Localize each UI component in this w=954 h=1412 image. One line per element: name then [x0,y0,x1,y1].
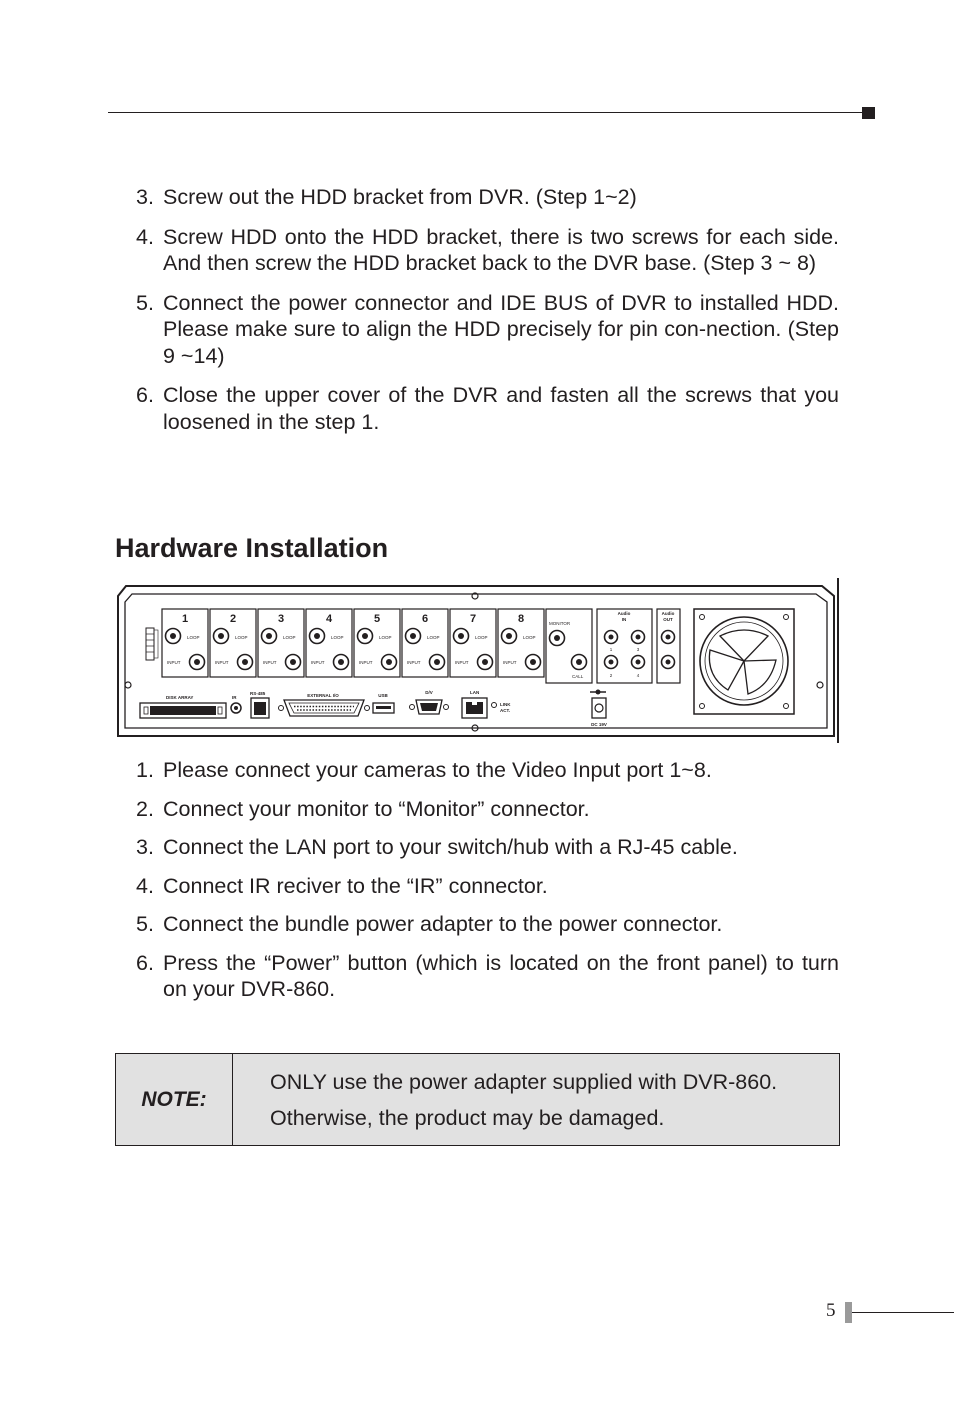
monitor-label: MONITOR [549,621,571,626]
channel-8: 8 LOOP INPUT [497,608,545,678]
lan-port: LAN LINK ACT. [461,690,511,719]
loop-label: LOOP [427,635,440,640]
loop-label: LOOP [187,635,200,640]
list-item: 3.Screw out the HDD bracket from DVR. (S… [136,185,637,209]
dv-port: D/V [409,690,449,715]
footer-rule [852,1312,954,1313]
usb-port: USB [372,693,395,714]
section-heading: Hardware Installation [115,533,389,563]
link-label: LINK [500,702,511,707]
audio-out-label-1: Audio [662,611,675,616]
list-item: 5.Connect the bundle power adapter to th… [136,912,723,936]
loop-label: LOOP [283,635,296,640]
audio-in-number: 1 [610,647,613,652]
channel-6: 6 LOOP INPUT [401,608,449,678]
lan-label: LAN [470,690,479,695]
header-square-marker [862,107,875,119]
channel-number: 2 [230,613,236,625]
channel-2: 2 LOOP INPUT [209,608,257,678]
channel-number: 5 [374,613,380,625]
input-label: INPUT [503,660,517,665]
disk-array-label: DISK ARRAY [166,695,193,700]
list-item: 6.Close the upper cover of the DVR and f… [136,383,839,434]
channel-4: 4 LOOP INPUT [305,608,353,678]
loop-label: LOOP [475,635,488,640]
loop-label: LOOP [523,635,536,640]
input-label: INPUT [215,660,229,665]
list-item: 4.Connect IR reciver to the “IR” connect… [136,873,548,898]
channel-number: 3 [278,613,284,625]
note-label: NOTE: [115,1053,233,1146]
page-number: 5 [826,1300,836,1321]
channel-3: 3 LOOP INPUT [257,608,305,678]
audio-in-label-2: IN [622,617,627,622]
dv-label: D/V [425,690,433,695]
hdd-installation-steps: 3.Screw out the HDD bracket from DVR. (S… [136,184,839,448]
input-label: INPUT [359,660,373,665]
call-label: CALL [572,674,584,679]
list-item: 6.Press the “Power” button (which is loc… [136,950,839,1002]
audio-in-number: 2 [610,673,613,678]
channel-7: 7 LOOP INPUT [449,608,497,678]
terminal-block [145,627,159,661]
input-label: INPUT [455,660,469,665]
audio-out-section: Audio OUT [656,608,681,684]
list-item: 3.Connect the LAN port to your switch/hu… [136,835,738,859]
note-text: ONLY use the power adapter supplied with… [232,1053,840,1146]
page-number-bar [845,1302,852,1323]
channel-number: 8 [518,613,524,625]
dvr-rear-panel-diagram: 1 LOOP INPUT 2 LOOP INPUT 3 LOOP INPUT 4 [116,578,842,743]
act-label: ACT. [500,708,510,713]
list-item: 5.Connect the power connector and IDE BU… [136,290,839,368]
header-rule [108,112,864,113]
input-label: INPUT [407,660,421,665]
channel-5: 5 LOOP INPUT [353,608,401,678]
loop-label: LOOP [235,635,248,640]
dc-label: DC 19V [591,722,607,727]
ir-port: IR [230,695,242,714]
rs485-label: RS-485 [250,691,266,696]
screw-bottom [471,724,479,732]
channel-1: 1 LOOP INPUT [161,608,209,678]
list-item: 4.Screw HDD onto the HDD bracket, there … [136,224,839,276]
channel-number: 1 [182,613,188,625]
chassis-outline [117,585,835,737]
external-io-label: EXTERNAL I/O [307,693,339,698]
audio-in-number: 3 [637,647,640,652]
audio-out-label-2: OUT [663,617,673,622]
audio-in-section: Audio IN 1 3 2 4 [596,608,653,684]
external-io-port: EXTERNAL I/O [278,693,370,717]
list-item: 2.Connect your monitor to “Monitor” conn… [136,796,590,821]
channel-number: 7 [470,613,476,625]
input-label: INPUT [167,660,181,665]
fan-icon [693,608,795,715]
rear-panel-svg: 1 LOOP INPUT 2 LOOP INPUT 3 LOOP INPUT 4 [117,578,839,743]
hardware-installation-steps: 1.Please connect your cameras to the Vid… [136,757,839,1015]
channel-number: 6 [422,613,428,625]
list-item: 1.Please connect your cameras to the Vid… [136,758,712,782]
screw-left [124,681,132,689]
screw-right [816,681,824,689]
screw-top [471,592,479,600]
disk-array-port: DISK ARRAY [139,695,227,719]
ir-label: IR [232,695,237,700]
note-box: NOTE: ONLY use the power adapter supplie… [115,1053,840,1146]
channel-number: 4 [326,613,333,625]
audio-in-label-1: Audio [618,611,631,616]
chassis-inner-outline [124,593,828,729]
rs485-port: RS-485 [250,691,270,719]
loop-label: LOOP [379,635,392,640]
input-label: INPUT [263,660,277,665]
audio-in-number: 4 [637,673,640,678]
loop-label: LOOP [331,635,344,640]
usb-label: USB [378,693,388,698]
dc-power-port: DC 19V [590,689,607,727]
monitor-section: MONITOR CALL [545,608,593,684]
input-label: INPUT [311,660,325,665]
